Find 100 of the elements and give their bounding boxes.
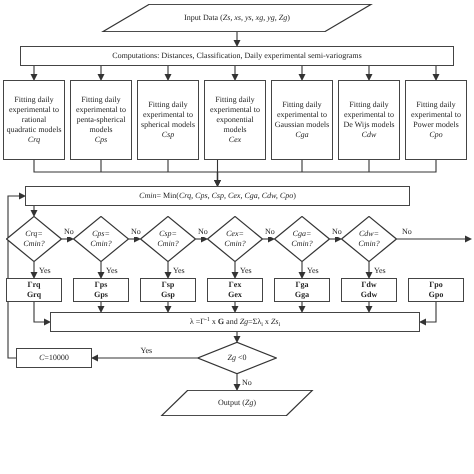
node-label: Fitting daily experimental to rational quadratic models bbox=[6, 95, 62, 135]
node-label: Fitting daily experimental to spherical models bbox=[140, 100, 196, 130]
edge-label: No bbox=[401, 227, 413, 237]
arrow bbox=[234, 332, 240, 343]
arrow bbox=[98, 262, 104, 279]
cost-label: Cps bbox=[94, 135, 108, 145]
cost-label: Csp bbox=[162, 130, 174, 140]
process-box bbox=[70, 80, 132, 160]
input-output-parallelogram bbox=[160, 390, 314, 416]
process-box bbox=[408, 278, 464, 302]
process-box bbox=[20, 46, 454, 66]
edge-label: Yes bbox=[38, 266, 52, 276]
node-label: Csp= Cmin? bbox=[156, 229, 180, 249]
edge-label: Yes bbox=[239, 266, 253, 276]
node-label: Output (Zg) bbox=[218, 398, 256, 408]
process-box bbox=[207, 278, 263, 302]
process-box bbox=[6, 278, 62, 302]
edge-label: Yes bbox=[306, 266, 320, 276]
cost-label: Cga bbox=[295, 130, 309, 140]
arrow bbox=[298, 302, 306, 313]
process-box bbox=[3, 80, 65, 160]
node-label: Input Data (Zs, xs, ys, xg, yg, Zg) bbox=[184, 13, 290, 23]
process-box bbox=[50, 312, 420, 332]
node-label: Γex bbox=[228, 280, 242, 290]
arrow bbox=[196, 236, 208, 242]
arrow bbox=[432, 66, 440, 81]
cost-label: Crq bbox=[28, 135, 40, 145]
decision-diamond bbox=[73, 216, 129, 262]
process-box bbox=[405, 80, 467, 160]
arrow bbox=[232, 302, 238, 313]
arrow bbox=[298, 262, 306, 279]
node-label: Crq= Cmin? bbox=[22, 229, 46, 249]
node-label: Γga bbox=[295, 280, 309, 290]
arrow bbox=[214, 160, 437, 187]
process-box bbox=[274, 278, 330, 302]
node-label: Zg <0 bbox=[228, 353, 246, 363]
arrow bbox=[232, 66, 238, 81]
arrow bbox=[129, 236, 141, 242]
node-label: Fitting daily experimental to Gaussian models bbox=[274, 100, 330, 130]
arrow bbox=[98, 302, 104, 313]
decision-diamond bbox=[274, 216, 330, 262]
process-box bbox=[204, 80, 266, 160]
edge-label: No bbox=[63, 227, 75, 237]
cost-label: Cpo bbox=[429, 130, 443, 140]
arrow bbox=[30, 206, 38, 217]
process-box bbox=[25, 186, 410, 206]
node-label: Γps bbox=[94, 280, 108, 290]
node-label: λ =Γ$^{-1}$ x G and Zg=Σλ$_{i}$ x Zs$_{i}$ bbox=[190, 317, 280, 327]
arrow bbox=[263, 236, 275, 242]
edge-label: No bbox=[264, 227, 276, 237]
decision-diamond bbox=[197, 342, 277, 374]
arrow bbox=[397, 236, 472, 242]
arrow bbox=[366, 302, 372, 313]
node-label: Cmin= Min(Crq, Cps, Csp, Cex, Cga, Cdw, Cpo) bbox=[139, 191, 296, 201]
process-box bbox=[271, 80, 333, 160]
node-label: Fitting daily experimental to Power models bbox=[410, 100, 462, 130]
edge-label: No bbox=[130, 227, 142, 237]
arrow bbox=[164, 302, 172, 313]
edge-label: Yes bbox=[105, 266, 119, 276]
arrow bbox=[7, 192, 26, 359]
node-label: Grq bbox=[26, 290, 42, 300]
node-label: Cex= Cmin? bbox=[223, 229, 247, 249]
node-label: Cps= Cmin? bbox=[89, 229, 113, 249]
decision-diamond bbox=[207, 216, 263, 262]
arrow bbox=[91, 354, 197, 362]
arrow bbox=[419, 302, 437, 326]
arrow bbox=[62, 236, 74, 242]
decision-diamond bbox=[341, 216, 397, 262]
node-label: Fitting daily experimental to exponential models bbox=[209, 95, 261, 135]
edge-label: Yes bbox=[172, 266, 186, 276]
cost-label: Cex bbox=[228, 135, 242, 145]
input-output-parallelogram bbox=[100, 4, 374, 32]
decision-diamond bbox=[6, 216, 62, 262]
edge-label: Yes bbox=[140, 346, 154, 356]
node-label: Γdw bbox=[361, 280, 377, 290]
node-label: Γrq bbox=[28, 280, 40, 290]
node-label: Γsp bbox=[162, 280, 174, 290]
arrow bbox=[98, 66, 104, 81]
node-label: Gex bbox=[228, 290, 242, 300]
node-label: Gsp bbox=[161, 290, 175, 300]
arrow bbox=[33, 302, 51, 326]
cost-label: Cdw bbox=[362, 130, 376, 140]
arrow bbox=[30, 262, 38, 279]
arrow bbox=[298, 66, 306, 81]
arrow bbox=[330, 236, 342, 242]
node-label: Gps bbox=[94, 290, 108, 300]
node-label: C=10000 bbox=[39, 353, 69, 363]
process-box bbox=[338, 80, 400, 160]
arrow bbox=[234, 374, 240, 391]
node-label: Cdw= Cmin? bbox=[357, 229, 381, 249]
node-label: Fitting daily experimental to penta-spherical models bbox=[75, 95, 127, 135]
node-label: Cga= Cmin? bbox=[290, 229, 314, 249]
process-box bbox=[137, 80, 199, 160]
arrow bbox=[366, 66, 372, 81]
node-label: Gga bbox=[294, 290, 310, 300]
process-box bbox=[73, 278, 129, 302]
arrow bbox=[30, 66, 38, 81]
node-label: Gdw bbox=[360, 290, 378, 300]
node-label: Γpo bbox=[429, 280, 443, 290]
arrow bbox=[164, 262, 172, 279]
